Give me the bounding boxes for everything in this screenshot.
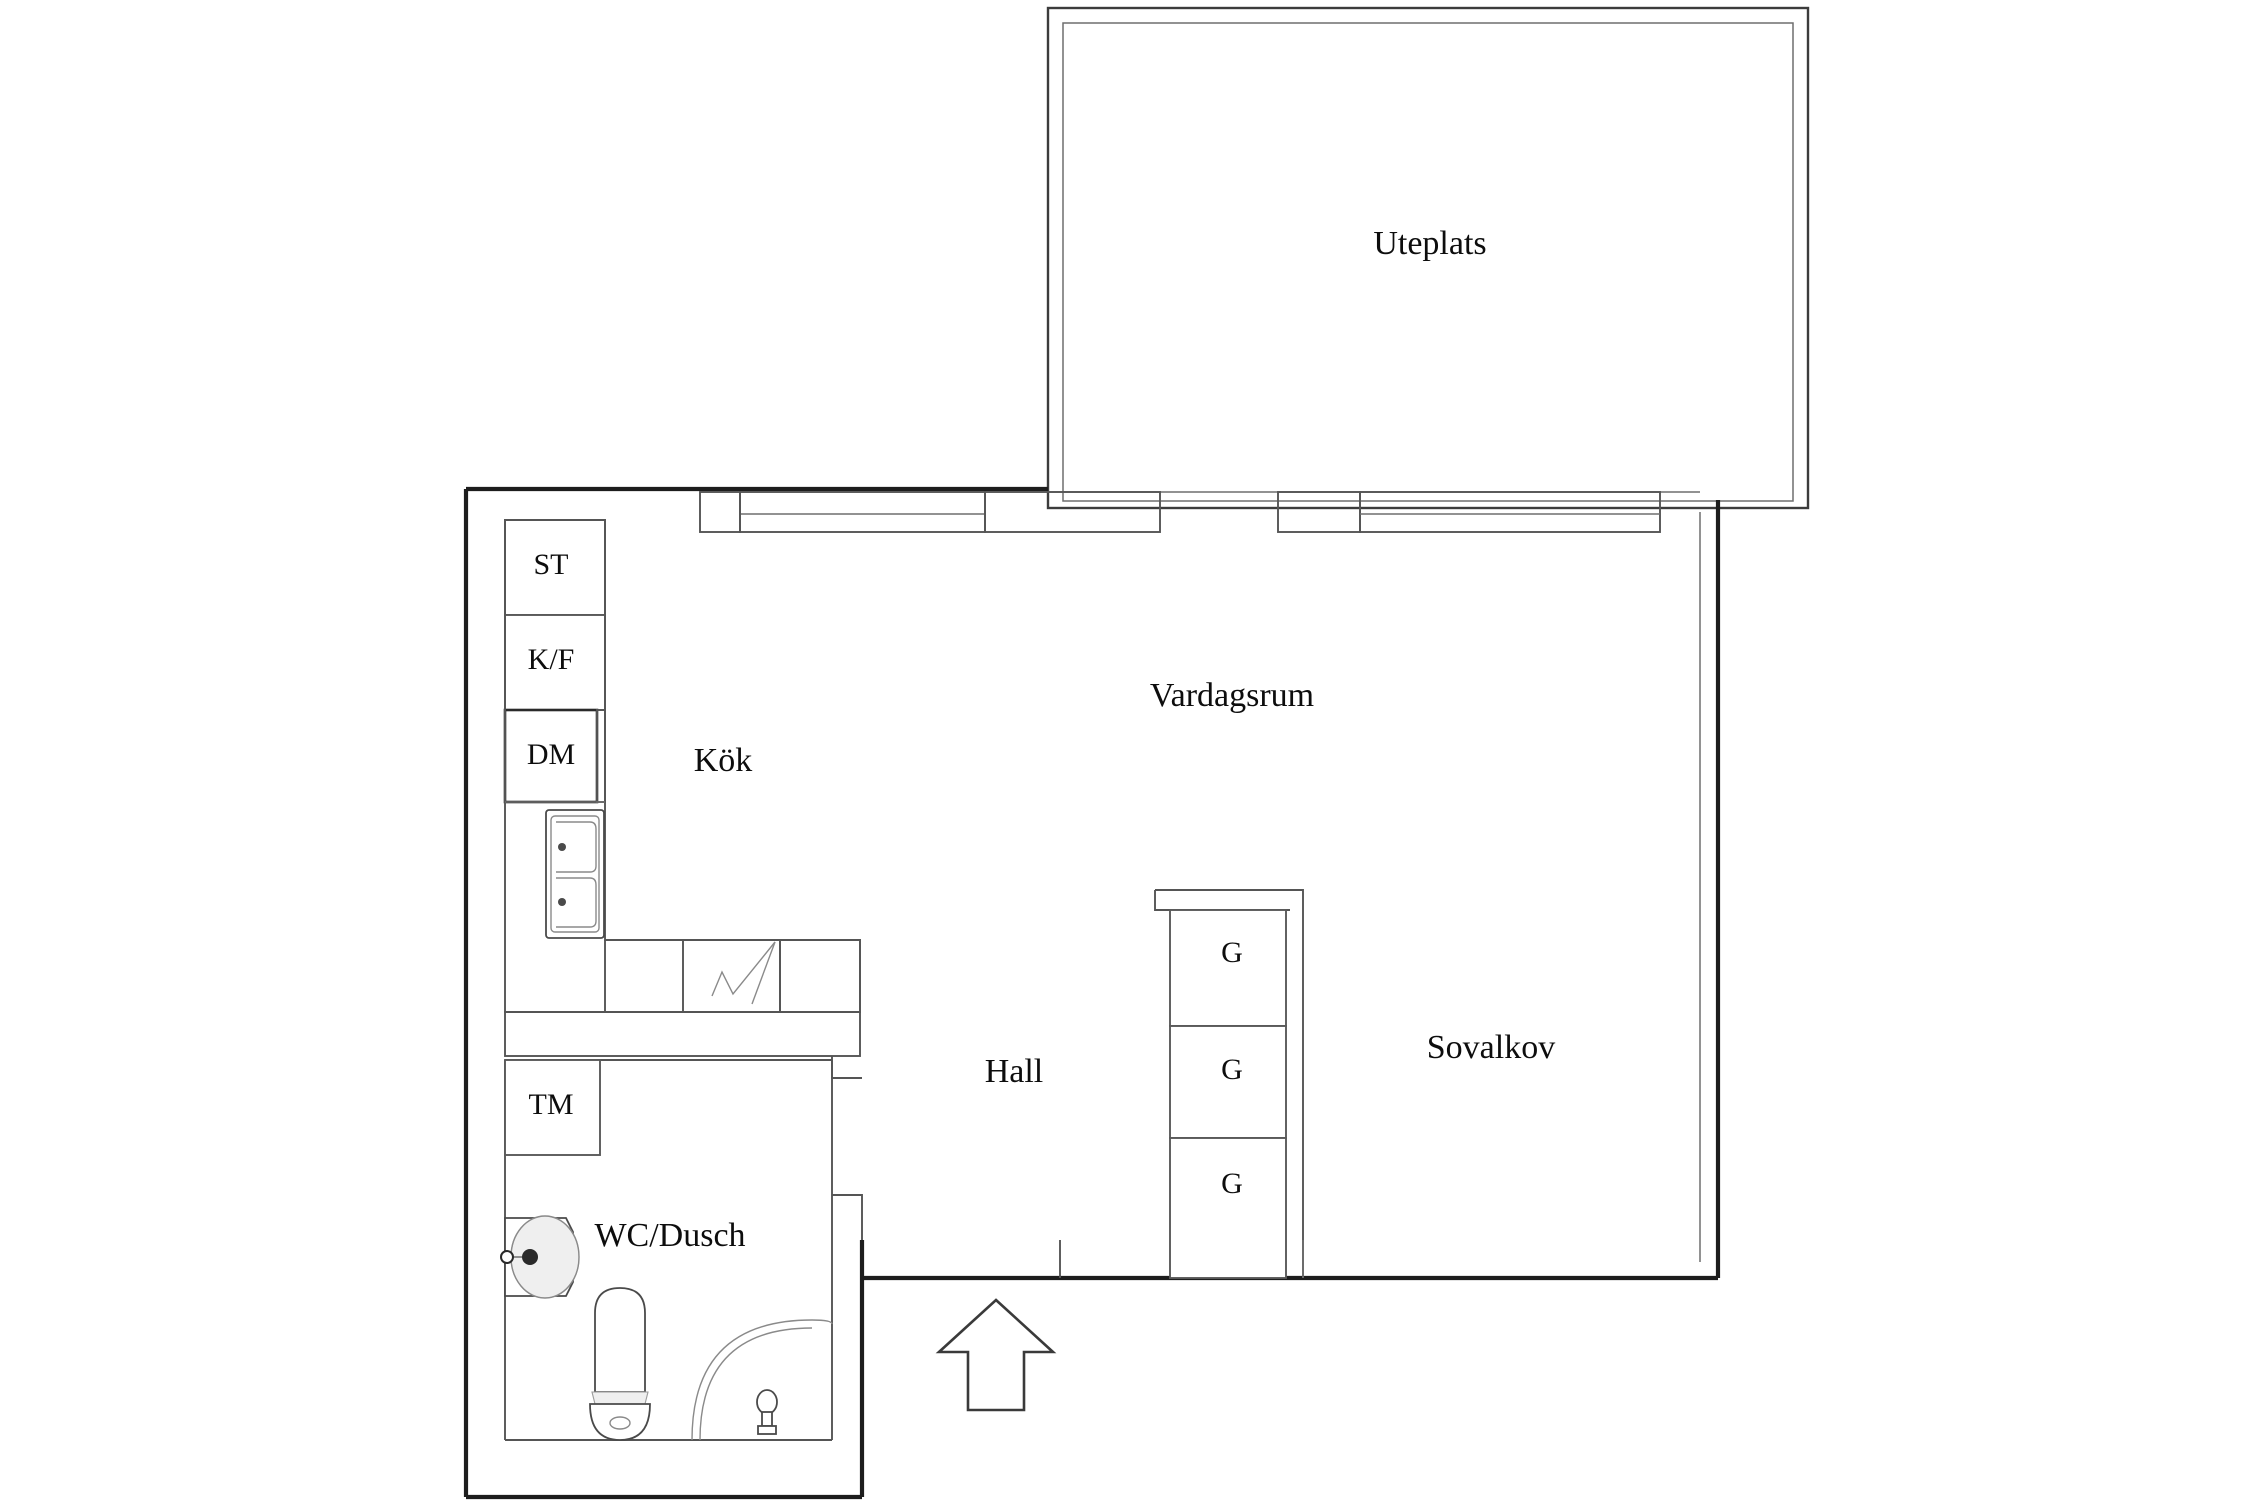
hall-sovalkov-partition — [1059, 1240, 1304, 1278]
entrance-arrow-icon — [935, 1298, 1057, 1412]
floor-drain-icon — [756, 1389, 778, 1435]
wc-dusch-block — [500, 1059, 863, 1441]
room-label-hall: Hall — [985, 1053, 1044, 1090]
unit-g1-box — [1169, 909, 1287, 1027]
double-bowl-sink-icon — [545, 809, 605, 939]
unit-label-g2: G — [1221, 1053, 1243, 1086]
room-label-vardagsrum: Vardagsrum — [1150, 677, 1314, 714]
unit-label-g3: G — [1221, 1167, 1243, 1200]
kitchen-block — [503, 519, 862, 1079]
window-opening-right — [1277, 491, 1661, 533]
unit-g3-box — [1169, 1137, 1287, 1279]
room-label-uteplats: Uteplats — [1373, 225, 1486, 262]
cooktop-icon — [682, 939, 781, 1013]
room-labels: Vardagsrum Kök Hall Sovalkov WC/Dusch — [594, 677, 1555, 1254]
unit-labels: ST K/F DM TM G G G — [527, 548, 1243, 1200]
unit-label-g1: G — [1221, 936, 1243, 969]
shower-icon — [691, 1319, 833, 1441]
room-label-kok: Kök — [694, 742, 753, 779]
unit-kf-box — [504, 614, 606, 711]
unit-label-st: ST — [533, 548, 568, 581]
unit-label-tm: TM — [529, 1088, 574, 1121]
toilet-icon — [589, 1287, 651, 1441]
unit-label-dm: DM — [527, 738, 575, 771]
window-opening-mid — [984, 491, 1161, 533]
room-label-sovalkov: Sovalkov — [1427, 1029, 1555, 1066]
unit-tm-box — [504, 1059, 601, 1156]
top-wall-openings — [699, 491, 1661, 533]
unit-label-kf: K/F — [528, 643, 575, 676]
room-label-wc-dusch: WC/Dusch — [594, 1217, 745, 1254]
uteplats-area: Uteplats — [1046, 6, 1810, 510]
apartment-outer-walls — [463, 486, 1721, 1500]
washbasin-icon — [500, 1215, 580, 1299]
window-opening-left — [739, 491, 986, 533]
wardrobe-block — [1154, 889, 1304, 1279]
